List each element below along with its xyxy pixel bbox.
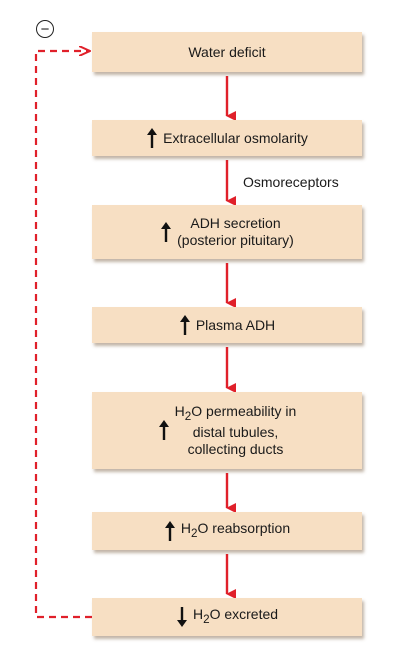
step-h2o-excreted: H2O excreted — [92, 598, 362, 636]
step-content: H2O excreted — [176, 606, 278, 628]
step-label-line: (posterior pituitary) — [177, 232, 294, 248]
edge-label-osmoreceptors: Osmoreceptors — [243, 174, 339, 190]
step-label-line: Water deficit — [188, 43, 266, 60]
step-label: Water deficit — [188, 44, 265, 61]
step-label-line: Extracellular osmolarity — [163, 129, 308, 146]
up-arrow-icon — [147, 128, 158, 148]
step-content: ADH secretion(posterior pituitary) — [160, 215, 294, 249]
step-label-line: distal tubules, — [192, 424, 279, 441]
up-arrow-icon — [179, 315, 190, 335]
step-label: Extracellular osmolarity — [163, 130, 308, 147]
up-arrow-icon — [161, 222, 172, 242]
step-label: ADH secretion(posterior pituitary) — [177, 215, 294, 249]
step-plasma-adh: Plasma ADH — [92, 307, 362, 343]
step-label-line: collecting ducts — [187, 441, 284, 458]
step-content: H2O reabsorption — [164, 520, 290, 542]
step-adh-secretion: ADH secretion(posterior pituitary) — [92, 205, 362, 259]
step-label-line: H2O excreted — [192, 606, 279, 626]
step-h2o-reabsorption: H2O reabsorption — [92, 512, 362, 550]
step-extracellular-osmolarity: Extracellular osmolarity — [92, 120, 362, 156]
step-label-line: H2O permeability in — [174, 402, 297, 423]
step-label-line: ADH secretion — [190, 215, 281, 231]
feedback-minus-badge: − — [36, 20, 54, 38]
step-content: Water deficit — [188, 44, 265, 61]
step-label-line: Plasma ADH — [195, 316, 276, 333]
negative-feedback-loop — [34, 51, 92, 619]
step-label-line: H2O reabsorption — [180, 520, 291, 540]
step-content: Extracellular osmolarity — [146, 128, 308, 148]
up-arrow-icon — [158, 420, 169, 441]
step-label: H2O excreted — [193, 606, 278, 628]
step-water-deficit: Water deficit — [92, 32, 362, 72]
step-content: Plasma ADH — [179, 315, 275, 335]
feedback-sign: − — [40, 20, 50, 38]
down-arrow-icon — [176, 606, 187, 627]
step-label: H2O reabsorption — [181, 520, 290, 542]
step-label: Plasma ADH — [196, 317, 275, 334]
up-arrow-icon — [164, 520, 175, 541]
